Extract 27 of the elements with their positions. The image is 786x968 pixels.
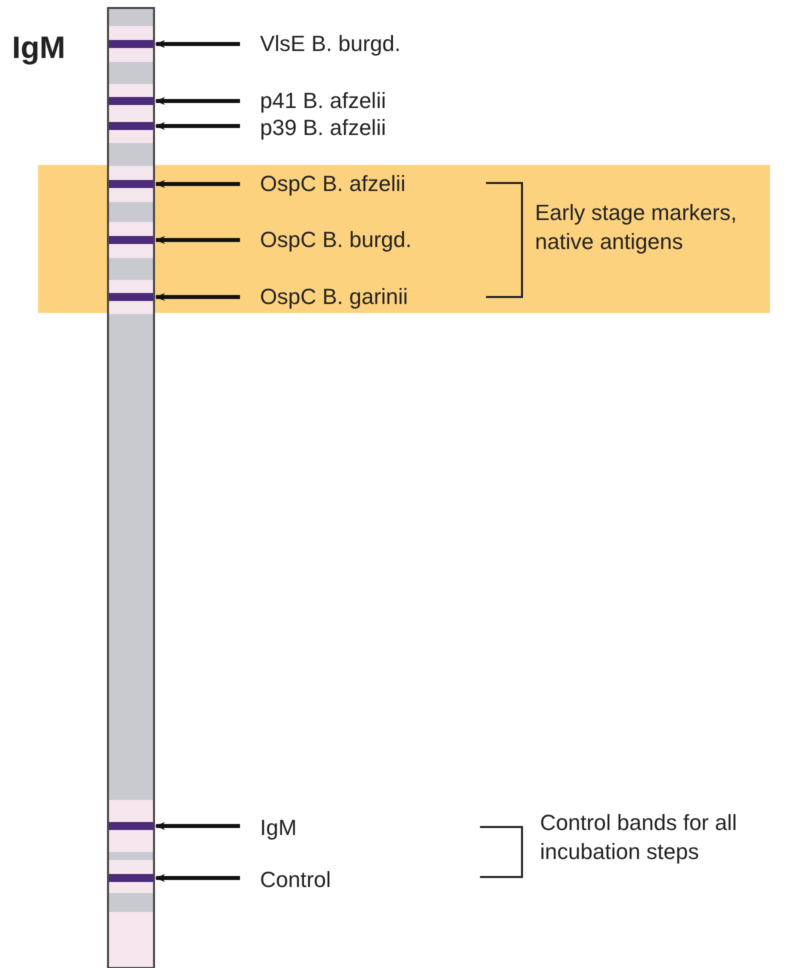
arrow	[155, 180, 240, 188]
antigen-label: OspC B. burgd.	[260, 227, 412, 253]
reaction-band	[109, 40, 153, 48]
arrow	[155, 293, 240, 301]
arrow	[155, 122, 240, 130]
arrow	[155, 40, 240, 48]
reaction-band	[109, 180, 153, 188]
reaction-band	[109, 293, 153, 301]
antigen-label: IgM	[260, 815, 297, 841]
arrow	[155, 236, 240, 244]
arrow	[155, 822, 240, 830]
reaction-band	[109, 236, 153, 244]
reaction-band	[109, 874, 153, 882]
group-note: Early stage markers, native antigens	[535, 199, 738, 256]
reaction-band	[109, 822, 153, 830]
antigen-label: OspC B. garinii	[260, 284, 408, 310]
reaction-band	[109, 122, 153, 130]
antigen-label: Control	[260, 867, 331, 893]
arrow	[155, 97, 240, 105]
antigen-label: OspC B. afzelii	[260, 171, 406, 197]
reaction-band	[109, 97, 153, 105]
group-note: Control bands for all incubation steps	[540, 809, 738, 866]
strip-title: IgM	[12, 30, 66, 66]
antigen-label: p41 B. afzelii	[260, 88, 386, 114]
arrow	[155, 874, 240, 882]
antigen-label: p39 B. afzelii	[260, 115, 386, 141]
antigen-label: VlsE B. burgd.	[260, 31, 401, 57]
